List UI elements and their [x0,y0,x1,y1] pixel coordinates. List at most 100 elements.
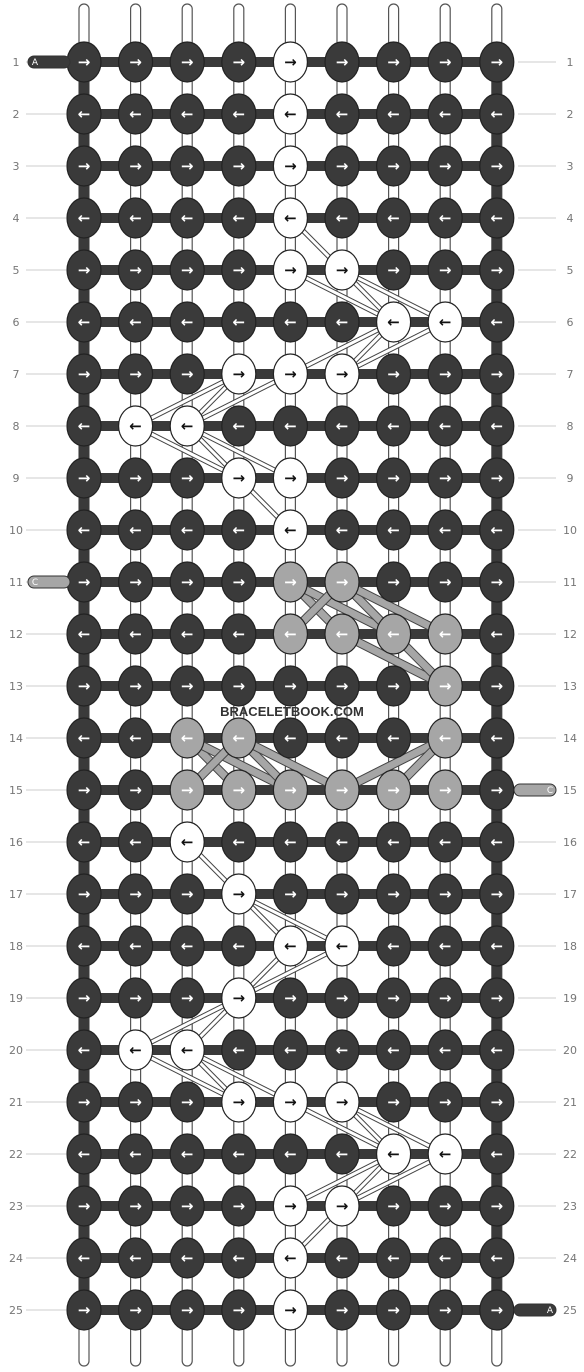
knot-oval [169,197,205,239]
knot-oval [376,457,412,499]
arrow-left-icon: ← [284,1249,297,1267]
arrow-left-icon: ← [233,1041,246,1059]
arrow-left-icon: ← [491,833,504,851]
watermark-text: BRACELETBOOK.COM [220,704,364,719]
strand-end-label: C [32,578,38,588]
knot-oval [169,1237,205,1279]
knot-oval [221,301,257,343]
knot: → [272,41,308,83]
knot-oval [169,665,205,707]
knot: → [324,873,360,915]
knot-oval [324,821,360,863]
knot-oval [376,717,412,759]
knot: ← [376,197,412,239]
arrow-right-icon: → [491,677,504,695]
row-number-left: 17 [9,888,23,901]
knot-oval [221,1029,257,1071]
arrow-right-icon: → [284,53,297,71]
knot-oval [427,197,463,239]
knot-oval [427,41,463,83]
knot-oval [169,301,205,343]
knot: → [118,1185,154,1227]
crossing-thread [289,1152,395,1208]
row-number-left: 22 [9,1148,23,1161]
knot: → [479,353,515,395]
knot-oval [66,353,102,395]
arrow-right-icon: → [78,989,91,1007]
row-number-right: 1 [567,56,574,69]
arrow-left-icon: ← [439,937,452,955]
row-number-right: 15 [563,784,577,797]
crossing-thread [289,320,395,376]
arrow-right-icon: → [233,781,246,799]
arrow-right-icon: → [284,1093,297,1111]
crossing-thread [134,1048,240,1104]
knot: → [324,769,360,811]
arrow-right-icon: → [129,677,142,695]
knot: ← [479,925,515,967]
knot-oval [66,405,102,447]
knot-oval [324,561,360,603]
knot: → [221,1185,257,1227]
arrow-left-icon: ← [336,417,349,435]
arrow-right-icon: → [491,885,504,903]
knot: ← [427,197,463,239]
knot: → [324,41,360,83]
knot: ← [272,301,308,343]
arrow-left-icon: ← [284,1041,297,1059]
knot: → [221,1289,257,1331]
knot: ← [324,1237,360,1279]
row-number-left: 16 [9,836,23,849]
arrow-left-icon: ← [284,833,297,851]
knot-oval [479,1133,515,1175]
knot: ← [272,1133,308,1175]
knot: → [479,665,515,707]
knot: → [376,1081,412,1123]
knot-oval [272,665,308,707]
arrow-left-icon: ← [387,937,400,955]
arrow-right-icon: → [181,677,194,695]
knot: → [66,1185,102,1227]
knot: → [169,41,205,83]
arrow-left-icon: ← [387,209,400,227]
knot: ← [324,925,360,967]
knot-oval [427,145,463,187]
knot-oval [169,613,205,655]
arrow-right-icon: → [233,1197,246,1215]
row-number-right: 18 [563,940,577,953]
row-number-right: 2 [567,108,574,121]
knot: → [376,145,412,187]
knot: ← [427,301,463,343]
crossing-thread [341,1100,446,1156]
arrow-left-icon: ← [439,209,452,227]
knot-oval [376,197,412,239]
knot-oval [66,509,102,551]
knot: → [66,665,102,707]
arrow-left-icon: ← [233,313,246,331]
knot: ← [376,509,412,551]
arrow-left-icon: ← [336,1145,349,1163]
row-number-right: 23 [563,1200,577,1213]
knot: → [272,561,308,603]
arrow-left-icon: ← [233,209,246,227]
knot: ← [324,1133,360,1175]
knot-oval [118,1133,154,1175]
knot: ← [118,405,154,447]
knot: ← [479,509,515,551]
arrow-right-icon: → [181,261,194,279]
row-number-right: 16 [563,836,577,849]
knot-oval [427,613,463,655]
knot-oval [479,1029,515,1071]
knot: → [118,665,154,707]
knot: ← [66,1237,102,1279]
arrow-right-icon: → [233,157,246,175]
knot: ← [66,613,102,655]
knot: → [479,41,515,83]
arrow-left-icon: ← [284,1145,297,1163]
crossing-thread [134,372,240,428]
arrow-left-icon: ← [387,1041,400,1059]
knot: ← [376,1237,412,1279]
knot-oval [324,873,360,915]
arrow-left-icon: ← [78,105,91,123]
knot-oval [118,1237,154,1279]
